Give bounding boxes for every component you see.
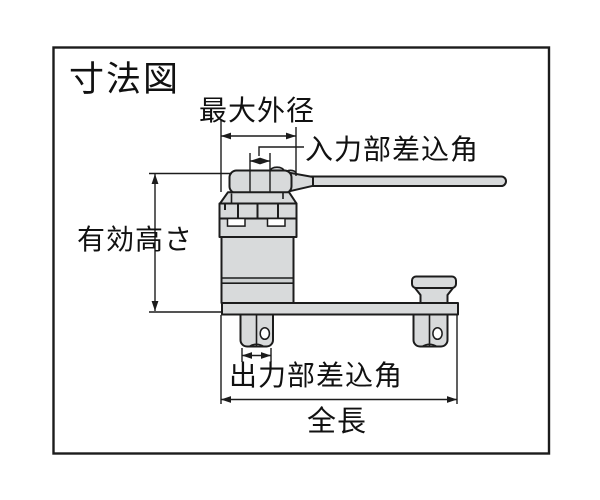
torque-multiplier-drawing <box>218 166 507 348</box>
label-overall-length: 全長 <box>307 405 367 438</box>
input-drive-leader-line <box>258 146 304 156</box>
page-title: 寸法図 <box>69 60 180 99</box>
reaction-plate <box>221 302 459 316</box>
label-output-drive-size: 出力部差込角 <box>229 360 403 391</box>
ring-notch-left <box>226 217 246 227</box>
cylinder-groove-lines <box>221 277 294 284</box>
dimension-annotations <box>149 120 458 404</box>
reaction-knob-neck <box>414 287 454 305</box>
ring-notch-right <box>266 217 286 227</box>
output-drive-right-chamfer <box>421 343 438 348</box>
cylinder-body <box>220 236 295 304</box>
diagram-border <box>52 46 551 455</box>
cylinder-groove-band <box>222 278 293 283</box>
reaction-knob-cap <box>411 275 457 289</box>
effective-height-extension-lines <box>149 172 232 313</box>
label-input-drive-size: 入力部差込角 <box>305 134 479 165</box>
overall-length-extension-lines <box>220 315 458 404</box>
lever-handle <box>283 175 507 187</box>
label-max-outer-diameter: 最大外径 <box>199 95 315 126</box>
ratchet-head <box>228 169 293 195</box>
top-cap-ticks <box>230 192 284 203</box>
output-drive-left-chamfer <box>248 343 265 348</box>
output-drive-right <box>412 313 449 348</box>
ring-slots <box>224 204 279 219</box>
label-effective-height: 有効高さ <box>77 224 193 255</box>
output-drive-left-pinhole <box>259 326 271 341</box>
output-drive-right-pinhole <box>432 326 443 341</box>
